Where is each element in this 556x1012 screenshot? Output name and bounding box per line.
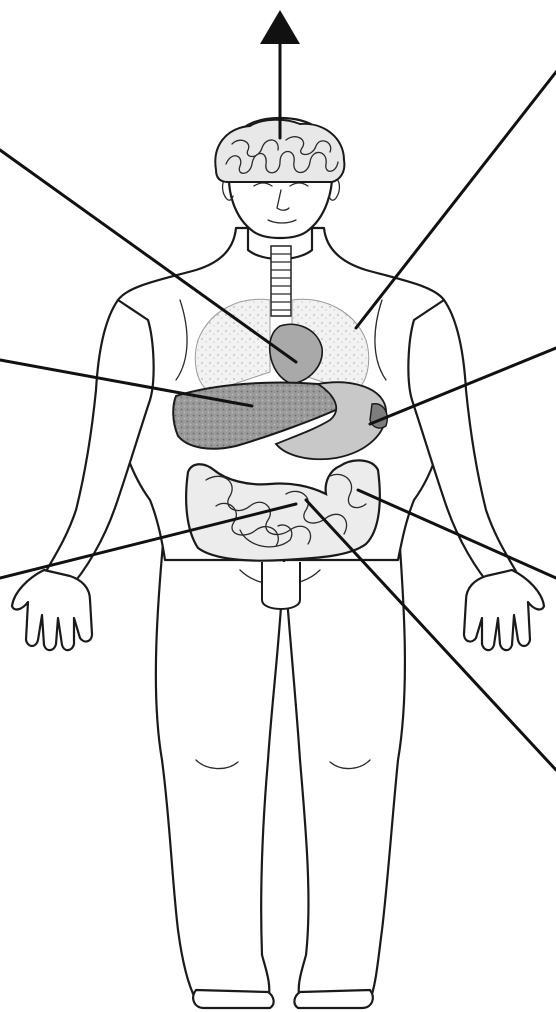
pointer-upper-right [356, 72, 556, 328]
right-hand [464, 570, 544, 650]
right-foot [294, 990, 372, 1008]
right-leg [284, 520, 405, 1002]
left-foot [193, 990, 273, 1008]
trachea [271, 246, 291, 316]
left-hand [12, 570, 92, 650]
brain-arrow-head [260, 10, 300, 44]
rectum [262, 562, 300, 609]
